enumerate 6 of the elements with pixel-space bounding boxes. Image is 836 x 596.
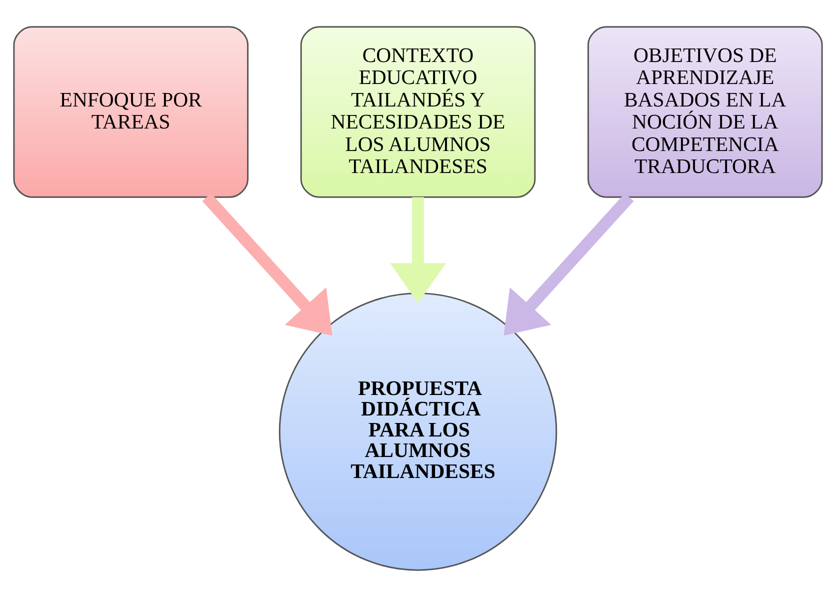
node-box: CONTEXTO EDUCATIVO TAILANDÉS Y NECESIDADES DE LOS ALUMNOS TAILANDESES [300,26,536,198]
node-box: ENFOQUE POR TAREAS [13,26,249,198]
arrow [202,192,332,336]
node-box: OBJETIVOS DE APRENDIZAJE BASADOS EN LA NOCIÓN DE LA COMPETENCIA TRADUCTORA [587,26,823,198]
arrow [390,196,446,303]
node-circle: PROPUESTA DIDÁCTICA PARA LOS ALUMNOS TAILANDESES [278,292,558,570]
